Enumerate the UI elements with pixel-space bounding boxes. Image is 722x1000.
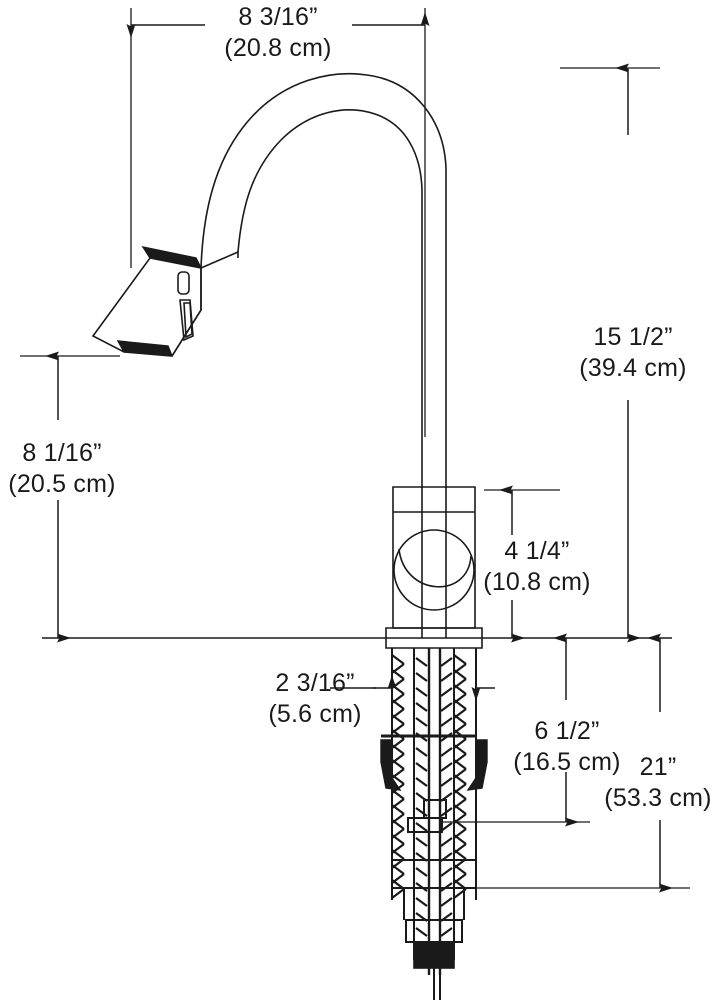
dim-label-spout-height: 15 1/2” (39.4 cm) xyxy=(548,322,718,383)
dim-value-overall-length-imperial: 21” xyxy=(639,753,677,781)
valve-body-housing xyxy=(392,486,476,629)
mounting-bracket-right xyxy=(466,739,488,791)
dim-value-sprayer-height-metric: (20.5 cm) xyxy=(8,469,116,498)
mounting-nut xyxy=(391,859,477,889)
sprayer-side-face xyxy=(171,268,202,357)
sprayer-mode-button-lower xyxy=(179,299,194,342)
faucet-body-outline xyxy=(91,73,488,1000)
dim-value-spout-height-metric: (39.4 cm) xyxy=(579,353,687,382)
supply-hose xyxy=(433,968,441,1000)
nut-shank-sides xyxy=(403,888,465,920)
deck-collar xyxy=(385,627,483,649)
dim-label-spout-reach: 8 3/16” (20.8 cm) xyxy=(188,2,368,63)
dim-value-base-diameter-imperial: 2 3/16” xyxy=(275,669,355,697)
spout-outer-contour xyxy=(200,73,447,437)
dim-value-handle-clearance-metric: (10.8 cm) xyxy=(483,567,591,596)
dim-label-mounting-depth: 6 1/2” (16.5 cm) xyxy=(494,716,640,777)
dim-label-handle-clearance: 4 1/4” (10.8 cm) xyxy=(472,536,602,597)
dim-value-spout-height-imperial: 15 1/2” xyxy=(593,323,673,351)
dim-value-spout-reach-metric: (20.8 cm) xyxy=(224,33,332,62)
hose-connector-body xyxy=(413,941,455,969)
hose-clamp-lower xyxy=(407,817,443,833)
dimension-lines xyxy=(20,8,690,893)
handle-hub-outer xyxy=(393,529,475,611)
spout-inner-contour xyxy=(237,109,423,437)
mounting-bracket-left xyxy=(380,739,402,791)
sprayer-mode-button-lower-inner xyxy=(183,302,193,339)
sprayer-neck-joint xyxy=(200,250,239,269)
dim-label-sprayer-height: 8 1/16” (20.5 cm) xyxy=(0,438,132,499)
sprayer-mode-button-upper xyxy=(177,271,190,295)
dim-value-handle-clearance-imperial: 4 1/4” xyxy=(504,537,570,565)
dim-value-mounting-depth-imperial: 6 1/2” xyxy=(534,717,600,745)
dim-label-base-diameter: 2 3/16” (5.6 cm) xyxy=(240,668,390,729)
dim-value-base-diameter-metric: (5.6 cm) xyxy=(268,699,362,728)
sprayer-face-edge xyxy=(116,340,173,357)
dim-value-mounting-depth-metric: (16.5 cm) xyxy=(513,747,621,776)
dim-label-overall-length: 21” (53.3 cm) xyxy=(594,752,722,813)
dim-value-overall-length-metric: (53.3 cm) xyxy=(604,783,712,812)
sprayer-collar-band xyxy=(141,245,202,269)
dim-value-sprayer-height-imperial: 8 1/16” xyxy=(22,439,102,467)
handle-hub-inner-arc xyxy=(398,548,472,588)
dim-value-spout-reach-imperial: 8 3/16” xyxy=(238,3,318,31)
